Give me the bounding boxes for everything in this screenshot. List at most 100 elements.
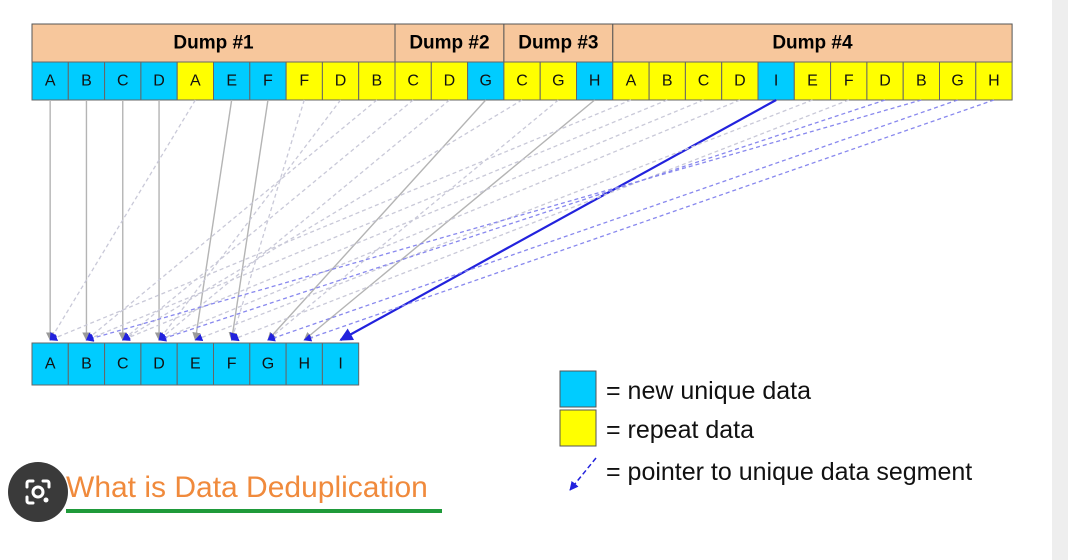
dump-block-letter: E	[226, 73, 237, 90]
dump-block	[975, 61, 1013, 101]
dump-block-letter: B	[81, 73, 92, 90]
dump-header-label: Dump #2	[409, 33, 489, 54]
dump-block-letter: G	[951, 73, 963, 90]
store-block	[285, 342, 323, 386]
legend-swatch	[559, 370, 597, 408]
pointer-arrow	[158, 99, 886, 342]
dump-block-letter: C	[698, 73, 710, 90]
dump-block	[830, 61, 868, 101]
store-block-letter: E	[190, 356, 201, 373]
dump-block	[394, 61, 432, 101]
store-block-letter: B	[81, 356, 92, 373]
pointer-arrow	[267, 99, 487, 341]
dump-block-letter: I	[774, 73, 778, 90]
dump-header-label: Dump #4	[772, 33, 853, 54]
store-block-letter: F	[227, 356, 237, 373]
dump-block-letter: F	[299, 73, 309, 90]
dump-block-letter: G	[480, 73, 492, 90]
store-block	[104, 342, 142, 386]
legend-pointer-swatch	[569, 457, 597, 491]
dump-block-letter: D	[879, 73, 891, 90]
pointer-arrow	[122, 99, 523, 341]
dump-block	[430, 61, 469, 101]
pointer-arrow	[49, 99, 632, 341]
pointer-arrow	[158, 99, 342, 341]
dump-block-letter: B	[916, 73, 927, 90]
store-block-letter: I	[338, 356, 342, 373]
dump-block	[684, 61, 723, 101]
store-block-letter: H	[298, 356, 310, 373]
lens-glyph	[25, 479, 51, 505]
dump-block-letter: C	[516, 73, 528, 90]
pointer-arrow	[85, 99, 922, 342]
pointer-arrow	[303, 99, 995, 342]
dedup-links	[45, 99, 995, 342]
page-edge-bar	[1052, 0, 1068, 560]
pointer-arrow	[85, 99, 378, 341]
dump-header	[503, 23, 614, 63]
store-block	[140, 342, 178, 386]
dump-block-letter: F	[263, 73, 273, 90]
store-block	[31, 342, 69, 386]
caption-title[interactable]: What is Data Deduplication	[66, 471, 428, 504]
pointer-arrow	[267, 99, 958, 342]
pointer-arrow	[267, 99, 559, 341]
store-block-letter: C	[117, 356, 129, 373]
dump-block-letter: E	[807, 73, 818, 90]
pointer-arrow	[49, 99, 196, 341]
dump-block-letter: H	[988, 73, 1000, 90]
dump-block-letter: D	[444, 73, 456, 90]
legend-label: = repeat data	[606, 416, 754, 444]
dump-block-letter: C	[407, 73, 419, 90]
dump-block-letter: F	[844, 73, 854, 90]
pointer-arrow	[230, 99, 849, 342]
dump-block-letter: H	[589, 73, 601, 90]
dump-block-letter: G	[552, 73, 564, 90]
dump-block	[503, 61, 541, 101]
dump-header-label: Dump #1	[173, 33, 254, 54]
unique-store: A B C D E F G H I	[31, 342, 360, 386]
dump-block	[539, 61, 578, 101]
dump-block-letter: B	[372, 73, 383, 90]
store-block	[321, 342, 360, 386]
dump-block	[213, 61, 251, 101]
dump-block-letter: A	[626, 73, 637, 90]
store-block-letter: D	[153, 356, 165, 373]
store-block-letter: A	[45, 356, 56, 373]
dump-block-letter: B	[662, 73, 673, 90]
dump-block	[939, 61, 977, 101]
pointer-arrow	[339, 99, 777, 341]
dump-block	[721, 61, 759, 101]
dump-block-letter: D	[335, 73, 347, 90]
dump-block-letter: C	[117, 73, 129, 90]
store-block	[249, 342, 287, 386]
caption-underline	[66, 509, 442, 513]
dump-headers: Dump #1 Dump #2 Dump #3 Dump #4	[31, 23, 1013, 63]
store-block-letter: G	[262, 356, 274, 373]
store-block	[67, 342, 106, 386]
dump-block	[793, 61, 832, 101]
dump-header	[612, 23, 1013, 63]
dump-block-letter: A	[45, 73, 56, 90]
legend-label: = new unique data	[606, 377, 811, 405]
dump-header	[31, 23, 396, 63]
legend: = new unique data = repeat data = pointer …	[559, 370, 972, 491]
google-lens-icon[interactable]	[8, 462, 68, 522]
dump-block-letter: D	[153, 73, 165, 90]
dump-block	[576, 61, 614, 101]
dump-block	[31, 61, 69, 101]
dump-block	[140, 61, 178, 101]
pointer-arrow	[192, 99, 233, 341]
dump-block-letter: D	[734, 73, 746, 90]
dump-block	[104, 61, 142, 101]
pointer-arrow	[303, 99, 596, 341]
dump-block	[612, 61, 650, 101]
dump-block-letter: A	[190, 73, 201, 90]
pointer-arrow	[122, 99, 704, 341]
legend-label: = pointer to unique data segment	[606, 458, 972, 486]
dump-header-label: Dump #3	[518, 33, 598, 54]
legend-swatch	[559, 409, 597, 447]
dump-block	[67, 61, 106, 101]
